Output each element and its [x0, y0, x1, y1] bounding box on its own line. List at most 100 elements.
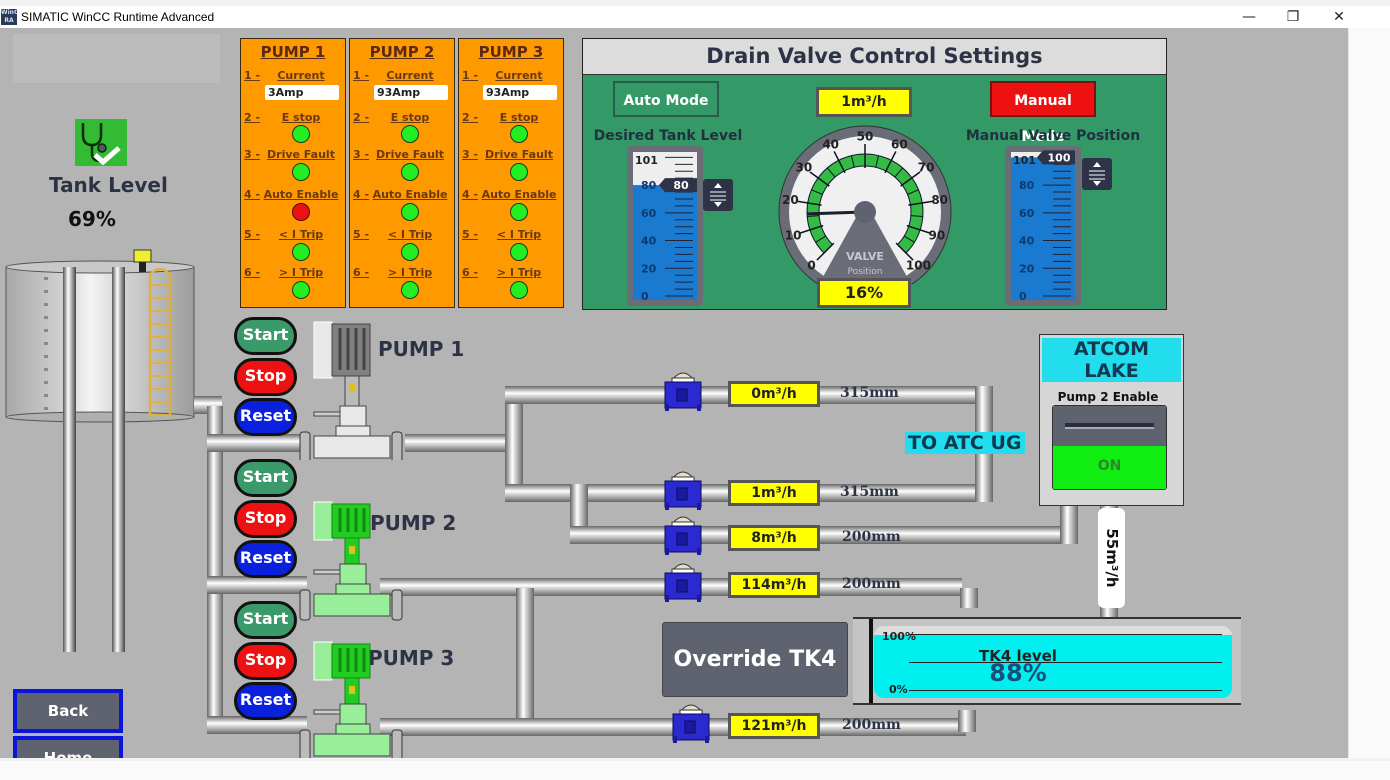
slider-tick-label: 60	[1019, 207, 1035, 220]
status-indicator-green	[401, 125, 419, 143]
atcom-flow-display: 55m³/h	[1098, 508, 1125, 608]
desired-tank-level-label: Desired Tank Level	[593, 128, 743, 144]
status-indicator-green	[401, 163, 419, 181]
row-label: Auto Enable	[372, 188, 448, 201]
row-number: 2 -	[462, 111, 479, 124]
flow-meter-icon	[672, 704, 710, 743]
tk4-level-value: 88%	[989, 659, 1047, 687]
gauge-tick	[906, 224, 930, 234]
gauge-tick	[797, 200, 822, 206]
pipe-size-label: 200mm	[842, 529, 901, 545]
gauge-tick	[884, 151, 897, 174]
slider-tick-label: 20	[641, 262, 657, 275]
gauge-tick	[907, 189, 919, 195]
status-indicator-red	[292, 203, 310, 221]
pump2-graphic[interactable]	[296, 500, 406, 640]
row-label: > I Trip	[387, 266, 433, 279]
gauge-tick	[807, 215, 820, 218]
pump1-start-button[interactable]: Start	[234, 317, 297, 355]
row-number: 4 -	[462, 188, 479, 201]
manual-valve-position-label: Manual Valve Position	[965, 128, 1141, 144]
status-indicator-green	[292, 243, 310, 261]
slider-thumb[interactable]	[659, 178, 697, 193]
gauge-tick-label: 0	[807, 258, 815, 272]
atcom-lake-title: ATCOM LAKE	[1042, 338, 1181, 382]
row-number: 3 -	[353, 148, 370, 161]
pump3-start-button[interactable]: Start	[234, 601, 297, 639]
row-label: Drive Fault	[267, 148, 335, 161]
row-number: 6 -	[244, 266, 261, 279]
pump2-stop-button[interactable]: Stop	[234, 500, 297, 538]
gauge-hub	[854, 201, 876, 223]
tk4-max-label: 100%	[882, 630, 916, 643]
slider-tick-label: 60	[641, 207, 657, 220]
pipe-size-label: 200mm	[842, 576, 901, 592]
toggle-state: ON	[1053, 446, 1166, 489]
home-button[interactable]: Home	[13, 736, 123, 758]
desired-level-spin-button[interactable]	[703, 179, 733, 211]
pump1-stop-button[interactable]: Stop	[234, 358, 297, 396]
row-number: 1 -	[353, 69, 370, 82]
drain-flow-value: 1m³/h	[816, 87, 912, 117]
pump2-enable-label: Pump 2 Enable	[1057, 390, 1159, 404]
row-label: Drive Fault	[485, 148, 553, 161]
row-number: 5 -	[462, 228, 479, 241]
slider-thumb[interactable]	[1037, 150, 1075, 165]
flow-meter-icon	[664, 471, 702, 510]
drain-valve-title: Drain Valve Control Settings	[583, 39, 1166, 75]
slider-max-label: 101	[1013, 154, 1036, 167]
tk4-level-label: TK4 level	[979, 647, 1057, 665]
status-indicator-green	[510, 125, 528, 143]
tk4-level-bar	[874, 626, 1232, 698]
row-number: 2 -	[353, 111, 370, 124]
slider-tick-label: 40	[641, 235, 657, 248]
pump-card-title: PUMP 1	[260, 43, 326, 61]
row-number: 6 -	[462, 266, 479, 279]
gauge-tick	[903, 235, 915, 243]
pump3-graphic[interactable]	[296, 640, 406, 780]
pump2-reset-button[interactable]: Reset	[234, 540, 297, 578]
gauge-tick	[910, 215, 923, 218]
pump2-start-button[interactable]: Start	[234, 459, 297, 497]
pump3-reset-button[interactable]: Reset	[234, 682, 297, 720]
pipe-size-label: 315mm	[840, 385, 899, 401]
back-button[interactable]: Back	[13, 689, 123, 733]
status-indicator-green	[510, 203, 528, 221]
row-label: > I Trip	[496, 266, 542, 279]
gauge-tick-label: 50	[857, 129, 874, 143]
manual-position-spin-button[interactable]	[1082, 158, 1112, 190]
row-number: 2 -	[244, 111, 261, 124]
status-indicator-green	[401, 203, 419, 221]
gauge-tick	[809, 171, 830, 187]
status-indicator-green	[401, 281, 419, 299]
status-indicator-green	[510, 243, 528, 261]
pump2-enable-toggle[interactable]: ON	[1052, 405, 1167, 490]
pump3-stop-button[interactable]: Stop	[234, 642, 297, 680]
flow-rate-value: 0m³/h	[728, 381, 820, 407]
row-number: 5 -	[353, 228, 370, 241]
stethoscope-check-icon[interactable]	[75, 119, 127, 166]
tk4-min-label: 0%	[889, 683, 908, 696]
manual-mode-button[interactable]: Manual Mode	[990, 81, 1096, 145]
gauge-tick-label: 80	[931, 193, 948, 207]
restore-button[interactable]: ❐	[1286, 9, 1300, 25]
auto-mode-button[interactable]: Auto Mode	[613, 81, 719, 117]
flow-rate-value: 114m³/h	[728, 572, 820, 598]
pump-name-label: PUMP 3	[368, 646, 455, 670]
gauge-base	[819, 212, 911, 284]
close-button[interactable]: ✕	[1333, 9, 1345, 25]
pump1-graphic[interactable]	[296, 320, 406, 460]
pump1-reset-button[interactable]: Reset	[234, 398, 297, 436]
flow-meter-icon	[664, 516, 702, 555]
override-tk4-button[interactable]: Override TK4	[662, 622, 848, 697]
slider-value: 100	[1048, 151, 1071, 164]
gauge-subtitle: Position	[847, 267, 882, 277]
minimize-button[interactable]: —	[1242, 9, 1256, 25]
gauge-tick	[833, 151, 846, 174]
pipe-size-label: 200mm	[842, 717, 901, 733]
gauge-tick-label: 90	[929, 228, 946, 242]
